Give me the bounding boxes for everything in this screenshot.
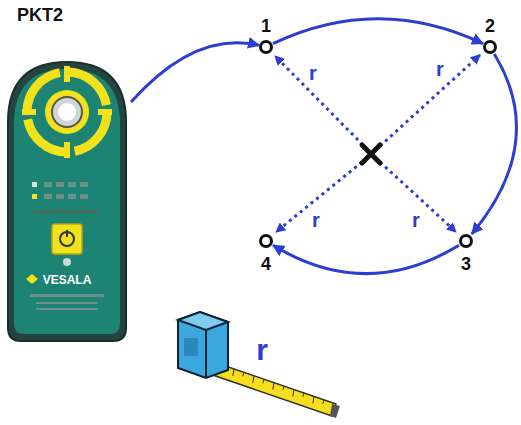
radius-label: r — [410, 209, 422, 231]
point-number: 4 — [261, 254, 271, 274]
sequence-arrow — [472, 54, 517, 234]
point-circle — [259, 234, 273, 248]
sequence-arrow — [273, 19, 483, 44]
center-cross — [362, 145, 380, 163]
tape-label: r — [254, 334, 270, 366]
sequence-arrow — [131, 43, 259, 102]
point-marker: 3 — [454, 234, 478, 274]
point-marker: 4 — [254, 234, 278, 274]
brand-name: VESALA — [41, 273, 94, 287]
point-circle — [483, 40, 497, 54]
device-title: PKT2 — [17, 4, 131, 26]
point-circle — [459, 234, 473, 248]
radius-label: r — [310, 209, 322, 231]
sequence-arrow — [273, 245, 459, 273]
point-marker: 1 — [254, 16, 278, 54]
point-circle — [259, 40, 273, 54]
point-marker: 2 — [478, 16, 502, 54]
transmitter-device — [8, 62, 126, 341]
tape-measure — [178, 312, 340, 418]
point-number: 2 — [485, 16, 495, 36]
point-number: 1 — [261, 16, 271, 36]
device-box: PKT2 — [5, 4, 131, 342]
point-number: 3 — [461, 254, 471, 274]
radius-label: r — [307, 62, 319, 84]
radius-label: r — [434, 58, 446, 80]
radius-arrows — [275, 55, 480, 232]
